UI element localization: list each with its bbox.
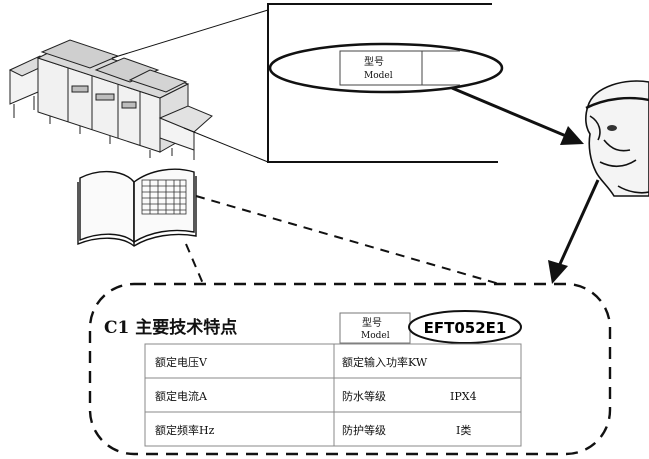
nameplate-model-label-cn: 型号 <box>364 55 384 68</box>
spec-model-value: EFT052E1 <box>424 319 507 337</box>
table-row: 额定频率Hz 防护等级 I类 <box>155 423 471 437</box>
spec-table <box>144 343 522 447</box>
spec-right-value: I类 <box>456 423 471 437</box>
nameplate-model-cell <box>339 50 423 86</box>
spec-left-cell: 额定频率Hz <box>155 423 215 437</box>
spec-model-cell <box>339 312 411 344</box>
spec-right-label: 防水等级 <box>342 389 386 403</box>
worker-head-icon <box>585 80 649 197</box>
table-row: 额定电压V 额定输入功率KW <box>155 355 428 369</box>
arrow-icon <box>451 86 584 145</box>
spec-panel-title: C1 主要技术特点 <box>104 317 237 338</box>
spec-left-cell: 额定电压V <box>155 355 208 369</box>
open-manual-icon <box>77 168 197 247</box>
arrow-icon <box>548 179 600 284</box>
nameplate-model-label-en: Model <box>364 71 393 81</box>
zoom-line-bottom <box>183 127 269 163</box>
model-value-highlight <box>408 310 522 344</box>
zoom-line-top <box>111 9 269 59</box>
nameplate-zoom-frame: 型号 Model <box>267 3 504 163</box>
spec-right-label: 防护等级 <box>342 423 386 437</box>
dishwasher-machine-icon <box>8 39 213 160</box>
spec-right-label: 额定输入功率KW <box>342 355 428 369</box>
manual-link-line <box>195 195 521 291</box>
table-row: 额定电流A 防水等级 IPX4 <box>155 389 477 403</box>
spec-model-label-en: Model <box>361 331 390 341</box>
manual-link-line <box>185 243 205 287</box>
nameplate-highlight-ellipse <box>268 42 504 94</box>
spec-panel: C1 主要技术特点 型号 Model EFT052E1 额定电压V 额定输入功率… <box>88 282 612 456</box>
spec-left-cell: 额定电流A <box>155 389 208 403</box>
spec-model-label-cn: 型号 <box>362 316 382 329</box>
spec-right-value: IPX4 <box>450 390 477 403</box>
